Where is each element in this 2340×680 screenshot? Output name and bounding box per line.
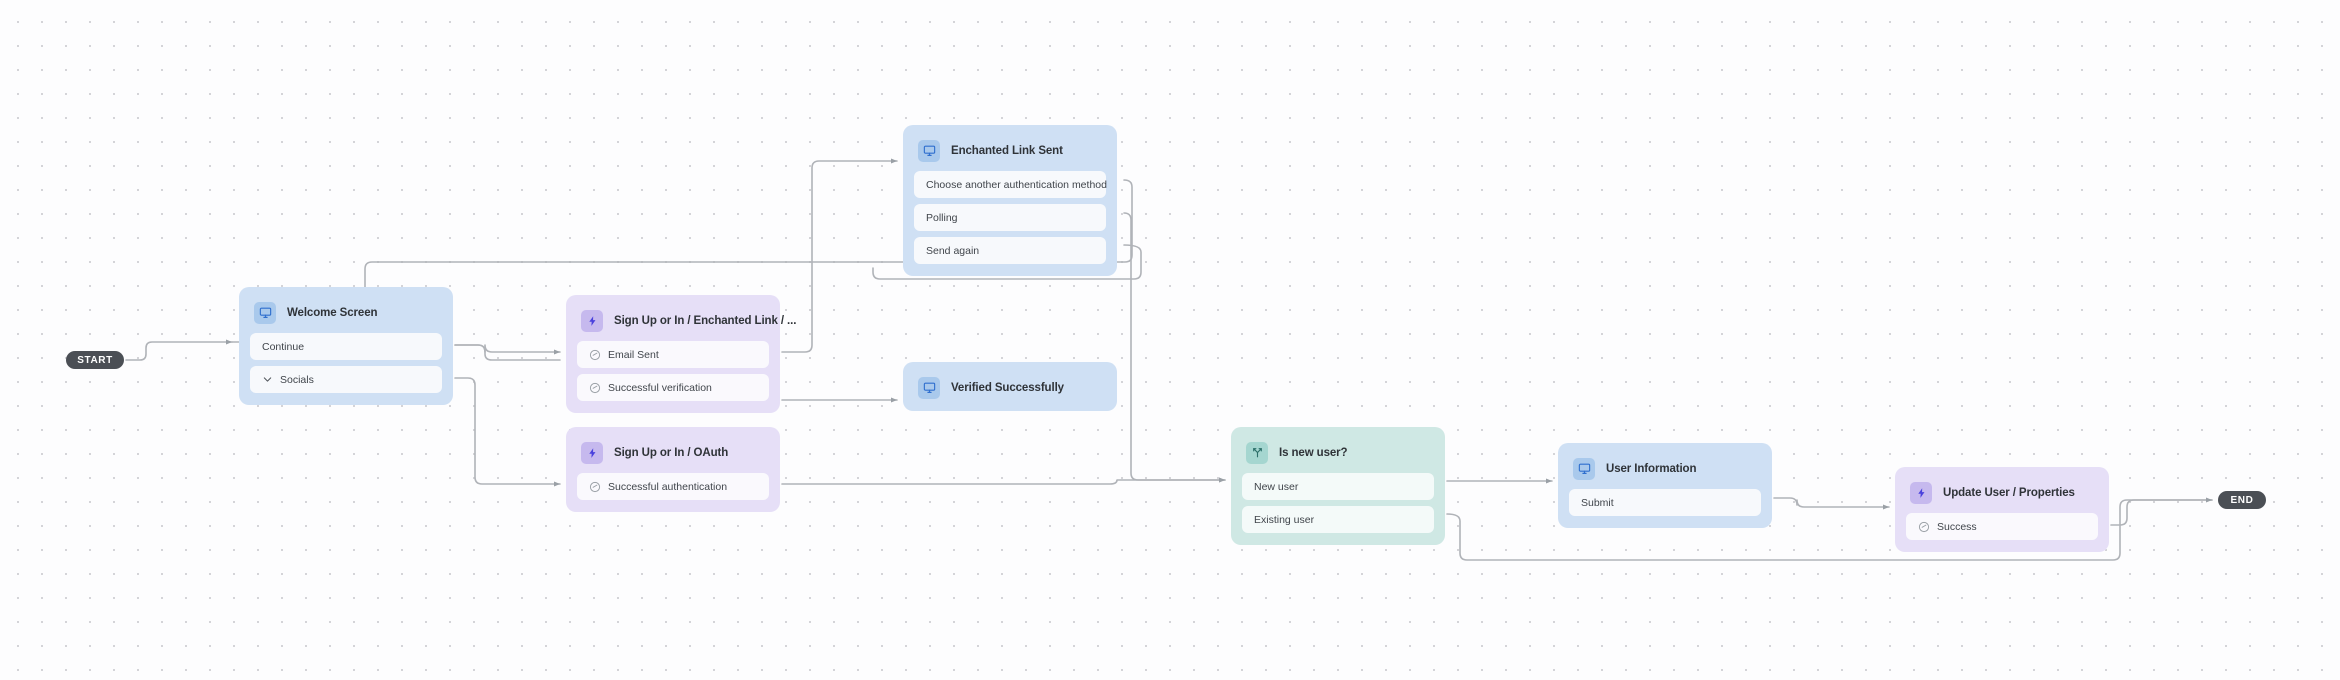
node-header: Enchanted Link Sent — [914, 136, 1106, 162]
node-row[interactable]: Successful authentication — [577, 473, 769, 500]
node-row-label: Continue — [262, 340, 305, 353]
start-terminal[interactable]: START — [66, 351, 124, 369]
node-row-label: Choose another authentication method — [926, 178, 1107, 191]
monitor-icon — [918, 376, 940, 399]
monitor-icon — [918, 139, 940, 162]
node-rows: Submit — [1569, 489, 1761, 516]
node-row-label: Successful authentication — [608, 480, 728, 493]
edge-continue-segment — [454, 344, 561, 361]
node-header: Welcome Screen — [250, 298, 442, 324]
node-header: Verified Successfully — [914, 373, 1106, 399]
node-title: Update User / Properties — [1943, 486, 2075, 499]
node-signup-enchanted-link[interactable]: Sign Up or In / Enchanted Link / ... Emai… — [566, 295, 796, 413]
node-row-label: Successful verification — [608, 381, 712, 394]
edge-continue-to-email-sent — [454, 344, 561, 355]
node-row-label: Submit — [1581, 496, 1614, 509]
edge-polling-to-is-new-user — [1123, 212, 1226, 483]
node-header: Sign Up or In / OAuth — [577, 438, 769, 464]
node-header: User Information — [1569, 454, 1761, 480]
node-row[interactable]: Socials — [250, 366, 442, 393]
edge-success-to-end — [2110, 497, 2213, 526]
node-header: Is new user? — [1242, 438, 1434, 464]
node-row-label: Polling — [926, 211, 958, 224]
monitor-icon — [254, 301, 276, 324]
node-row-label: Existing user — [1254, 513, 1315, 526]
node-row[interactable]: Email Sent — [577, 341, 769, 368]
node-row-label: New user — [1254, 480, 1299, 493]
node-row-label: Success — [1937, 520, 1977, 533]
node-title: Sign Up or In / OAuth — [614, 446, 729, 459]
node-rows: Success — [1906, 513, 2098, 540]
node-row[interactable]: Continue — [250, 333, 442, 360]
node-title: Enchanted Link Sent — [951, 144, 1063, 157]
check-circle-icon — [1918, 521, 1930, 533]
monitor-icon — [1573, 457, 1595, 480]
edge-submit-to-update-user — [1773, 497, 1890, 510]
edge-oauth-to-is-new-user — [781, 477, 1226, 485]
node-row[interactable]: New user — [1242, 473, 1434, 500]
edge-start-to-welcome — [125, 339, 233, 361]
node-row-label: Email Sent — [608, 348, 659, 361]
node-rows: Successful authentication — [577, 473, 769, 500]
check-circle-icon — [589, 382, 601, 394]
node-header: Sign Up or In / Enchanted Link / ... — [577, 306, 796, 332]
node-row[interactable]: Polling — [914, 204, 1106, 231]
edge-socials-to-oauth — [454, 377, 561, 487]
node-row-label: Send again — [926, 244, 980, 257]
bolt-icon — [581, 441, 603, 464]
node-row[interactable]: Existing user — [1242, 506, 1434, 533]
node-row-label: Socials — [280, 373, 314, 386]
node-row[interactable]: Successful verification — [577, 374, 769, 401]
branch-icon — [1246, 441, 1268, 464]
node-title: Is new user? — [1279, 446, 1348, 459]
node-verified-successfully[interactable]: Verified Successfully — [903, 362, 1117, 411]
bolt-icon — [1910, 481, 1932, 504]
node-title: User Information — [1606, 462, 1697, 475]
node-row[interactable]: Submit — [1569, 489, 1761, 516]
node-row[interactable]: Success — [1906, 513, 2098, 540]
check-circle-icon — [589, 349, 601, 361]
chevron-down-icon[interactable] — [262, 374, 273, 385]
end-terminal[interactable]: END — [2218, 491, 2266, 509]
node-title: Verified Successfully — [951, 381, 1064, 394]
check-circle-icon — [589, 481, 601, 493]
bolt-icon — [581, 309, 603, 332]
node-row[interactable]: Choose another authentication method — [914, 171, 1107, 198]
node-header: Update User / Properties — [1906, 478, 2098, 504]
node-title: Sign Up or In / Enchanted Link / ... — [614, 314, 797, 327]
node-row[interactable]: Send again — [914, 237, 1106, 264]
edge-email-sent-to-link-sent — [781, 158, 898, 353]
node-title: Welcome Screen — [287, 306, 378, 319]
